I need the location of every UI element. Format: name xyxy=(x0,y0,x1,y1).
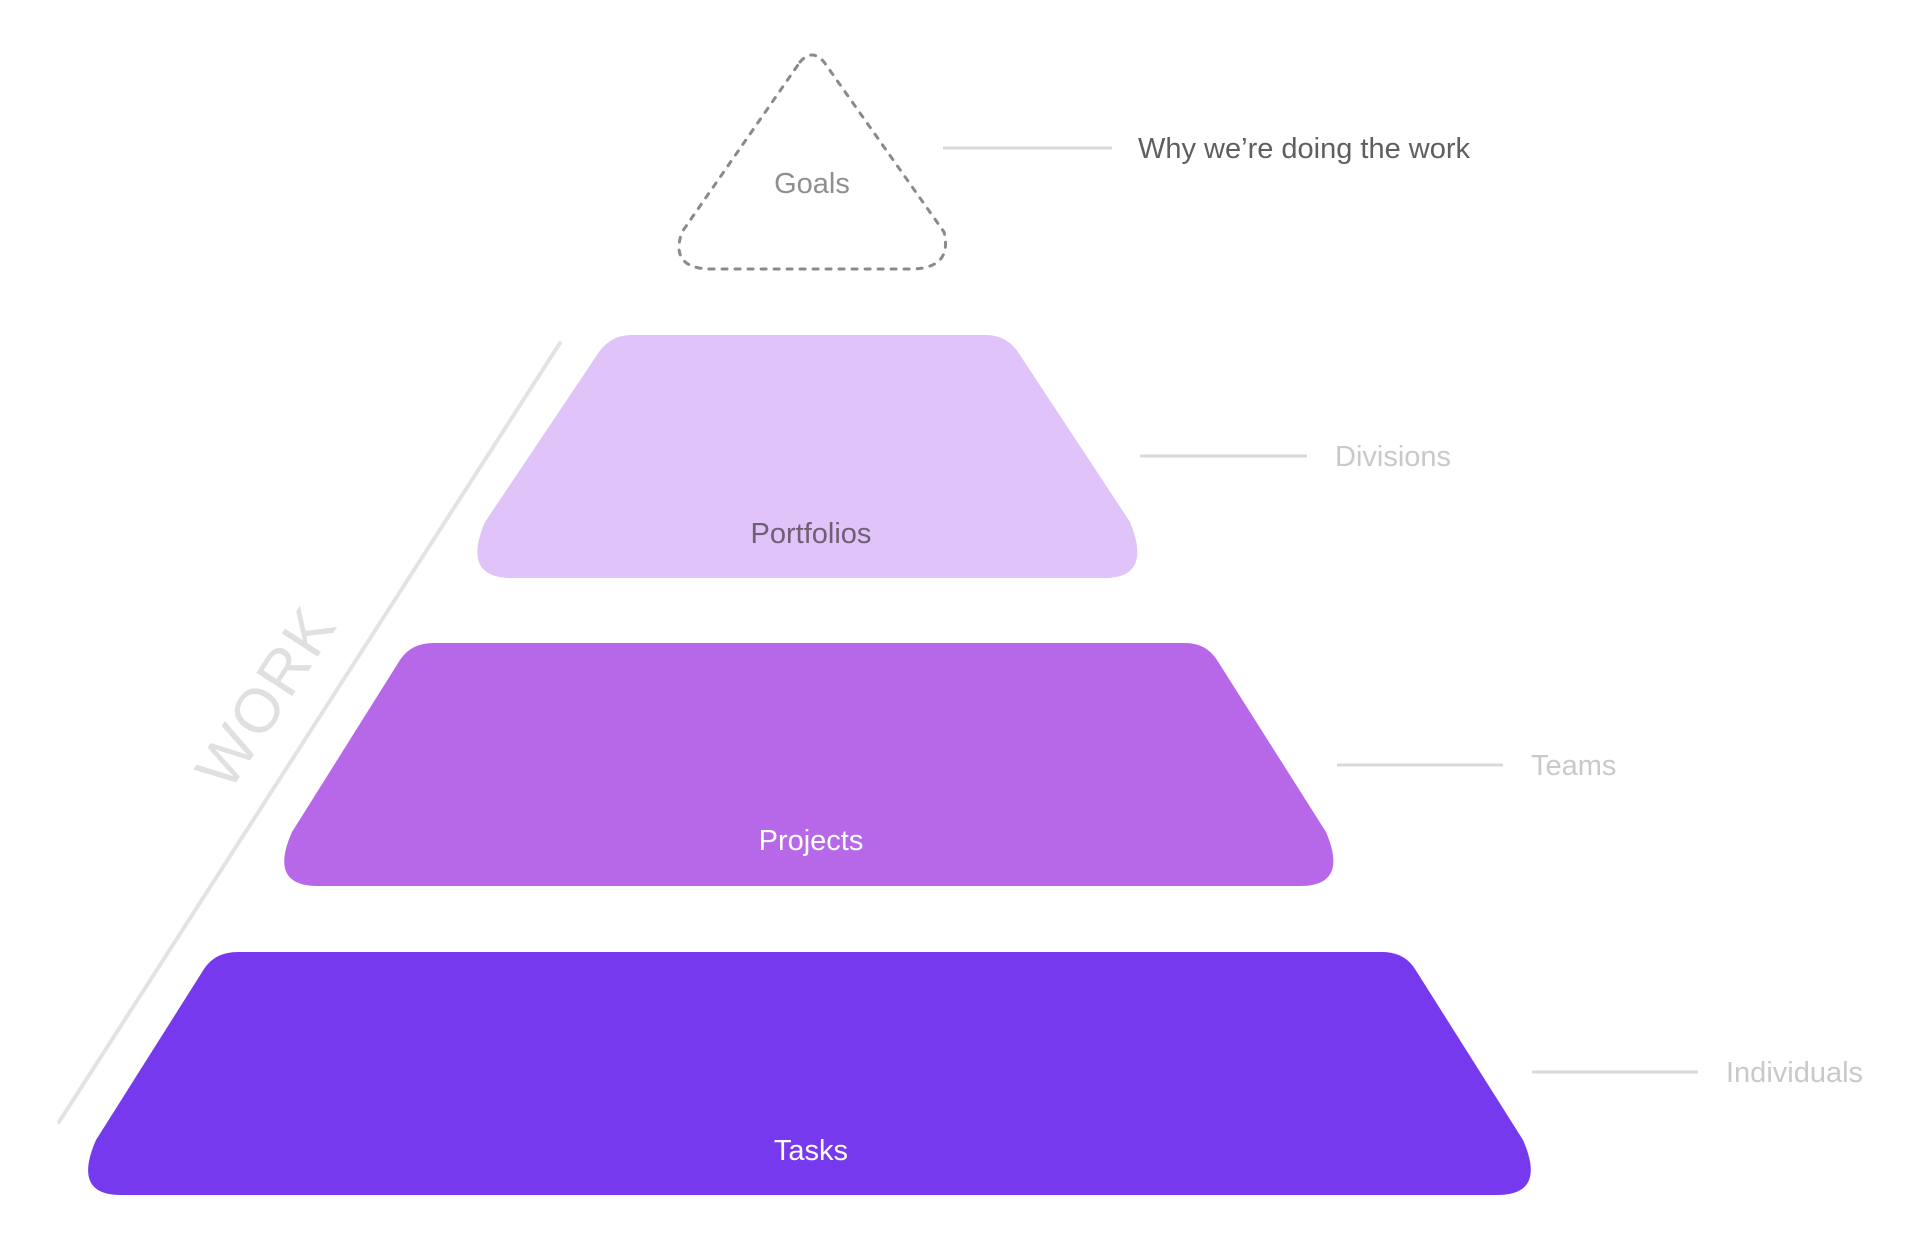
tasks-tier: Tasks xyxy=(88,952,1531,1195)
work-axis-line xyxy=(57,341,562,1124)
divisions-annotation: Divisions xyxy=(1335,441,1451,473)
portfolios-tier: Portfolios xyxy=(477,335,1138,578)
goals-label: Goals xyxy=(774,168,850,200)
goals-tier: Goals xyxy=(677,53,947,271)
teams-annotation: Teams xyxy=(1531,750,1616,782)
individuals-annotation: Individuals xyxy=(1726,1057,1863,1089)
goals-triangle-outline xyxy=(677,53,947,271)
tasks-label: Tasks xyxy=(774,1135,848,1167)
portfolios-label: Portfolios xyxy=(751,518,872,550)
tasks-trapezoid xyxy=(88,952,1531,1195)
goals-annotation: Why we’re doing the work xyxy=(1138,133,1471,165)
work-axis-label: WORK xyxy=(183,595,350,801)
projects-label: Projects xyxy=(759,825,864,857)
projects-trapezoid xyxy=(284,643,1334,886)
portfolios-trapezoid xyxy=(477,335,1138,578)
projects-tier: Projects xyxy=(284,643,1334,886)
